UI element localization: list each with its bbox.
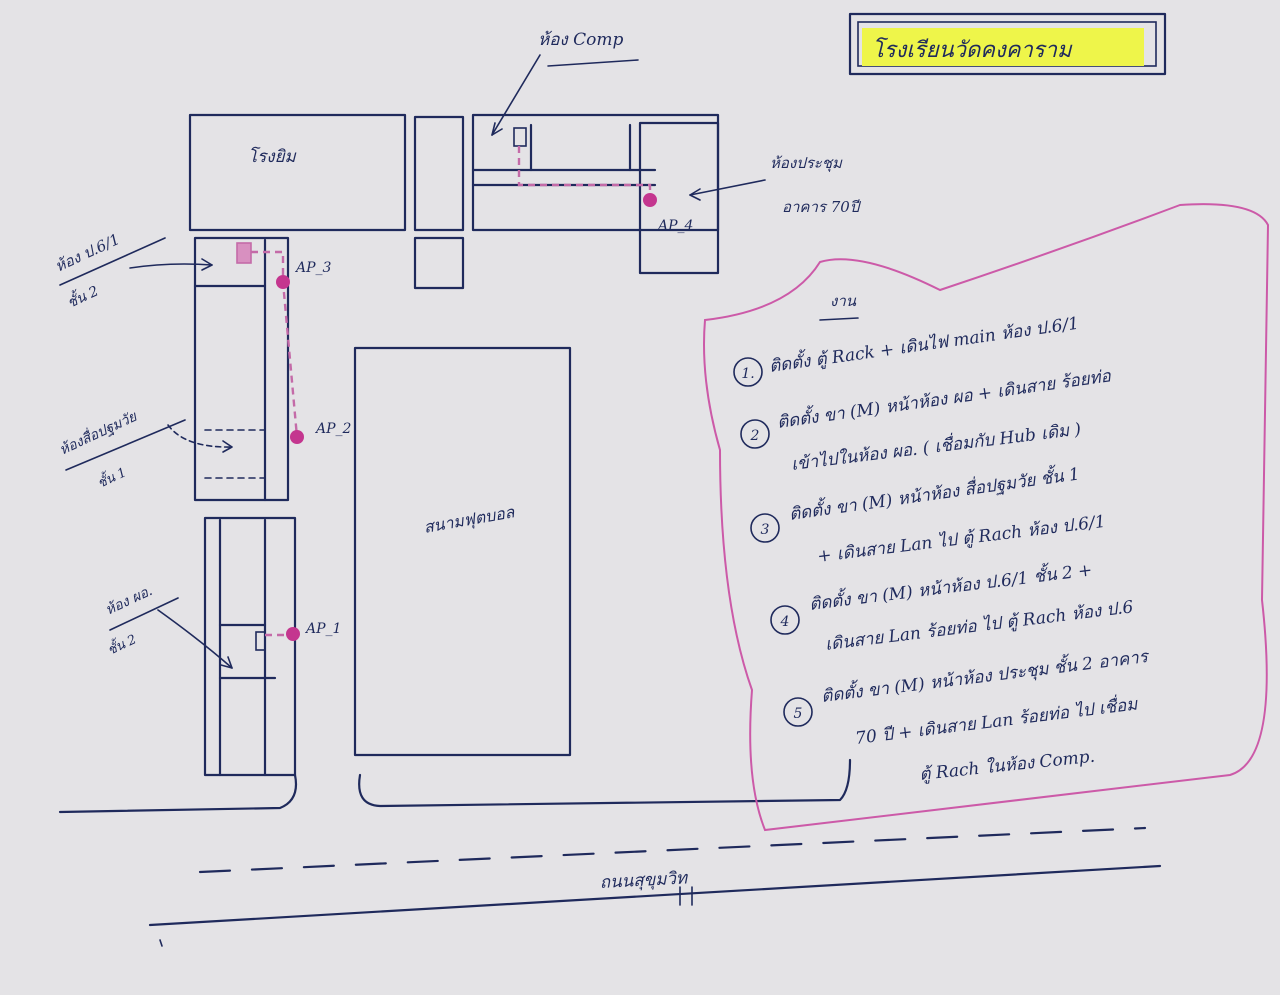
item-4-number: 4 — [780, 614, 790, 630]
work-item-1: 1. ติดตั้ง ตู้ Rack + เดินไฟ main ห้อง ป… — [733, 310, 1080, 387]
work-item-5: 5 ติดตั้ง ขา (M) หน้าห้อง ประชุม ชั้น 2 … — [783, 643, 1151, 785]
director-arrow — [157, 609, 233, 669]
p61-arrow-head — [201, 258, 213, 271]
work-list-border — [703, 203, 1270, 832]
comp-arrow — [491, 54, 541, 136]
item-2-number: 2 — [750, 428, 760, 444]
work-item-2: 2 ติดตั้ง ขา (M) หน้าห้อง ผอ + เดินสาย ร… — [740, 362, 1113, 475]
road-centerline — [198, 826, 1147, 874]
ap3-marker — [276, 275, 290, 289]
item-5-line-1: ติดตั้ง ขา (M) หน้าห้อง ประชุม ชั้น 2 อา… — [820, 643, 1151, 707]
media-arrow — [167, 424, 233, 448]
meeting-arrow-head — [689, 188, 701, 201]
director-floor-label: ชั้น 2 — [104, 630, 139, 659]
left-wing-lower — [203, 516, 297, 777]
item-2-line-2: เข้าไปในห้อง ผอ. ( เชื่อมกับ Hub เดิม ) — [790, 417, 1082, 475]
item-5-line-2: 70 ปี + เดินสาย Lan ร้อยท่อ ไป เชื่อม — [854, 691, 1140, 749]
road-label: ถนนสุขุมวิท — [599, 868, 689, 893]
item-2-number-circle — [740, 419, 770, 449]
rack-cabinet-icon — [513, 127, 527, 147]
narrow-building — [413, 115, 465, 232]
ap4-label: AP_4 — [656, 218, 693, 234]
gym-label: โรงยิม — [248, 146, 297, 167]
p61-room-label: ห้อง ป.6/1 — [52, 230, 123, 276]
cable-p61-ap2 — [251, 250, 299, 438]
ap1-label: AP_1 — [304, 621, 341, 637]
title-text: โรงเรียนวัดคงคาราม — [872, 37, 1073, 63]
item-5-number-circle — [783, 697, 813, 727]
work-list-heading: งาน — [830, 292, 857, 310]
media-arrow-head — [222, 440, 233, 453]
item-1-line-1: ติดตั้ง ตู้ Rack + เดินไฟ main ห้อง ป.6/… — [767, 310, 1080, 377]
p61-arrow — [129, 263, 213, 269]
item-1-number: 1. — [741, 366, 754, 382]
item-3-number: 3 — [761, 522, 770, 538]
item-3-number-circle — [750, 513, 780, 543]
media-underline — [65, 419, 186, 471]
p61-floor-label: ชั้น 2 — [64, 281, 102, 312]
title-highlight — [862, 28, 1144, 66]
item-3-line-2: + เดินสาย Lan ไป ตู้ Rach ห้อง ป.6/1 — [816, 511, 1107, 567]
curb-left — [58, 773, 298, 814]
director-arrow-head — [220, 656, 233, 669]
comp-building — [471, 113, 720, 275]
ap2-label: AP_2 — [314, 421, 352, 437]
hub-icon — [255, 631, 266, 651]
building70-label: อาคาร 70ปี — [782, 198, 862, 216]
comp-room-label: ห้อง Comp — [538, 30, 623, 50]
item-5-number: 5 — [794, 706, 803, 722]
road-edge — [148, 864, 1162, 927]
paper-mark — [159, 939, 163, 947]
meeting-room-label: ห้องประชุม — [770, 154, 843, 172]
comp-arrow-head — [491, 122, 503, 136]
item-5-line-3: ตู้ Rach ในห้อง Comp. — [918, 746, 1096, 785]
meeting-arrow — [689, 179, 766, 196]
ap4-marker — [643, 193, 657, 207]
field-label: สนามฟุตบอล — [422, 502, 517, 538]
media-room-label: ห้องสื่อปฐมวัย — [56, 406, 140, 459]
football-field — [353, 346, 572, 757]
director-underline — [109, 597, 179, 631]
p61-underline — [59, 237, 166, 286]
heading-underline — [819, 317, 859, 321]
work-item-3: 3 ติดตั้ง ขา (M) หน้าห้อง สื่อปฐมวัย ชั้… — [750, 460, 1107, 567]
ap2-marker — [290, 430, 304, 444]
item-4-line-1: ติดตั้ง ขา (M) หน้าห้อง ป.6/1 ชั้น 2 + — [808, 556, 1094, 615]
ap3-label: AP_3 — [294, 260, 332, 276]
curb-right — [358, 758, 852, 808]
media-floor-label: ชั้น 1 — [94, 463, 129, 492]
title-box: โรงเรียนวัดคงคาราม — [848, 12, 1167, 76]
work-item-4: 4 ติดตั้ง ขา (M) หน้าห้อง ป.6/1 ชั้น 2 +… — [770, 556, 1135, 655]
item-4-number-circle — [770, 605, 800, 635]
comp-underline — [547, 59, 639, 67]
item-1-number-circle — [733, 357, 763, 387]
left-wing-upper — [193, 236, 290, 502]
gym-building — [188, 113, 407, 232]
small-building — [413, 236, 465, 290]
rack-p61-icon — [236, 242, 252, 264]
ap1-marker — [286, 627, 300, 641]
